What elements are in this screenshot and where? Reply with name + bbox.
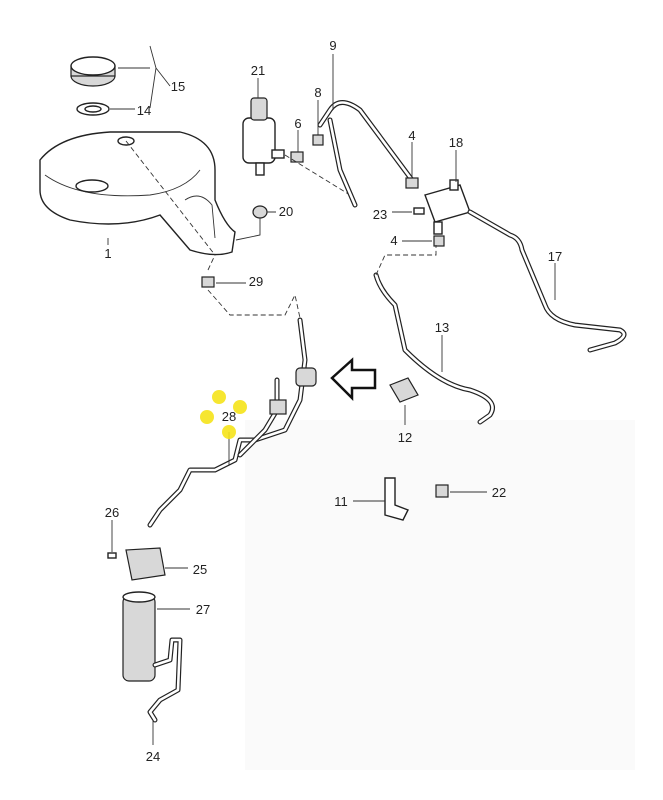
callout-25: 25 [193, 562, 207, 577]
connector-28 [269, 399, 287, 415]
bracket-11 [384, 477, 409, 521]
callout-11: 11 [334, 494, 348, 509]
clip-29 [201, 276, 215, 288]
connector-6 [290, 151, 304, 163]
clip-12 [389, 377, 419, 403]
callout-4a: 4 [408, 128, 415, 143]
bracket-25 [125, 547, 166, 581]
washer-canister [122, 591, 156, 682]
callout-29: 29 [249, 274, 263, 289]
screw-26 [107, 552, 117, 559]
callout-24: 24 [146, 749, 160, 764]
washer-reservoir [39, 131, 236, 256]
callout-14: 14 [137, 103, 151, 118]
callout-26: 26 [105, 505, 119, 520]
callout-28: 28 [222, 409, 236, 424]
callout-20: 20 [279, 204, 293, 219]
callout-27: 27 [196, 602, 210, 617]
filler-cap [70, 56, 116, 87]
check-valve-8 [312, 134, 324, 146]
clip-22 [435, 484, 449, 498]
grommet-28 [295, 367, 317, 387]
callout-15: 15 [171, 79, 185, 94]
grommet-20 [252, 205, 268, 219]
highlight-marks [200, 390, 247, 439]
distribution-valve [424, 179, 471, 235]
callout-23: 23 [373, 207, 387, 222]
washer-pump [242, 97, 285, 176]
callout-9: 9 [329, 38, 336, 53]
callout-6: 6 [294, 116, 301, 131]
callout-17: 17 [548, 249, 562, 264]
callout-22: 22 [492, 485, 506, 500]
seal-ring [76, 102, 110, 116]
callout-4b: 4 [390, 233, 397, 248]
callout-8: 8 [314, 85, 321, 100]
callout-1: 1 [104, 246, 111, 261]
clip-4a [405, 177, 419, 189]
clip-4b [433, 235, 445, 247]
callout-21: 21 [251, 63, 265, 78]
callout-12: 12 [398, 430, 412, 445]
background-panel [245, 420, 635, 770]
callout-18: 18 [449, 135, 463, 150]
screw-23 [413, 207, 425, 215]
pointer-arrow-icon [330, 357, 377, 402]
callout-13: 13 [435, 320, 449, 335]
